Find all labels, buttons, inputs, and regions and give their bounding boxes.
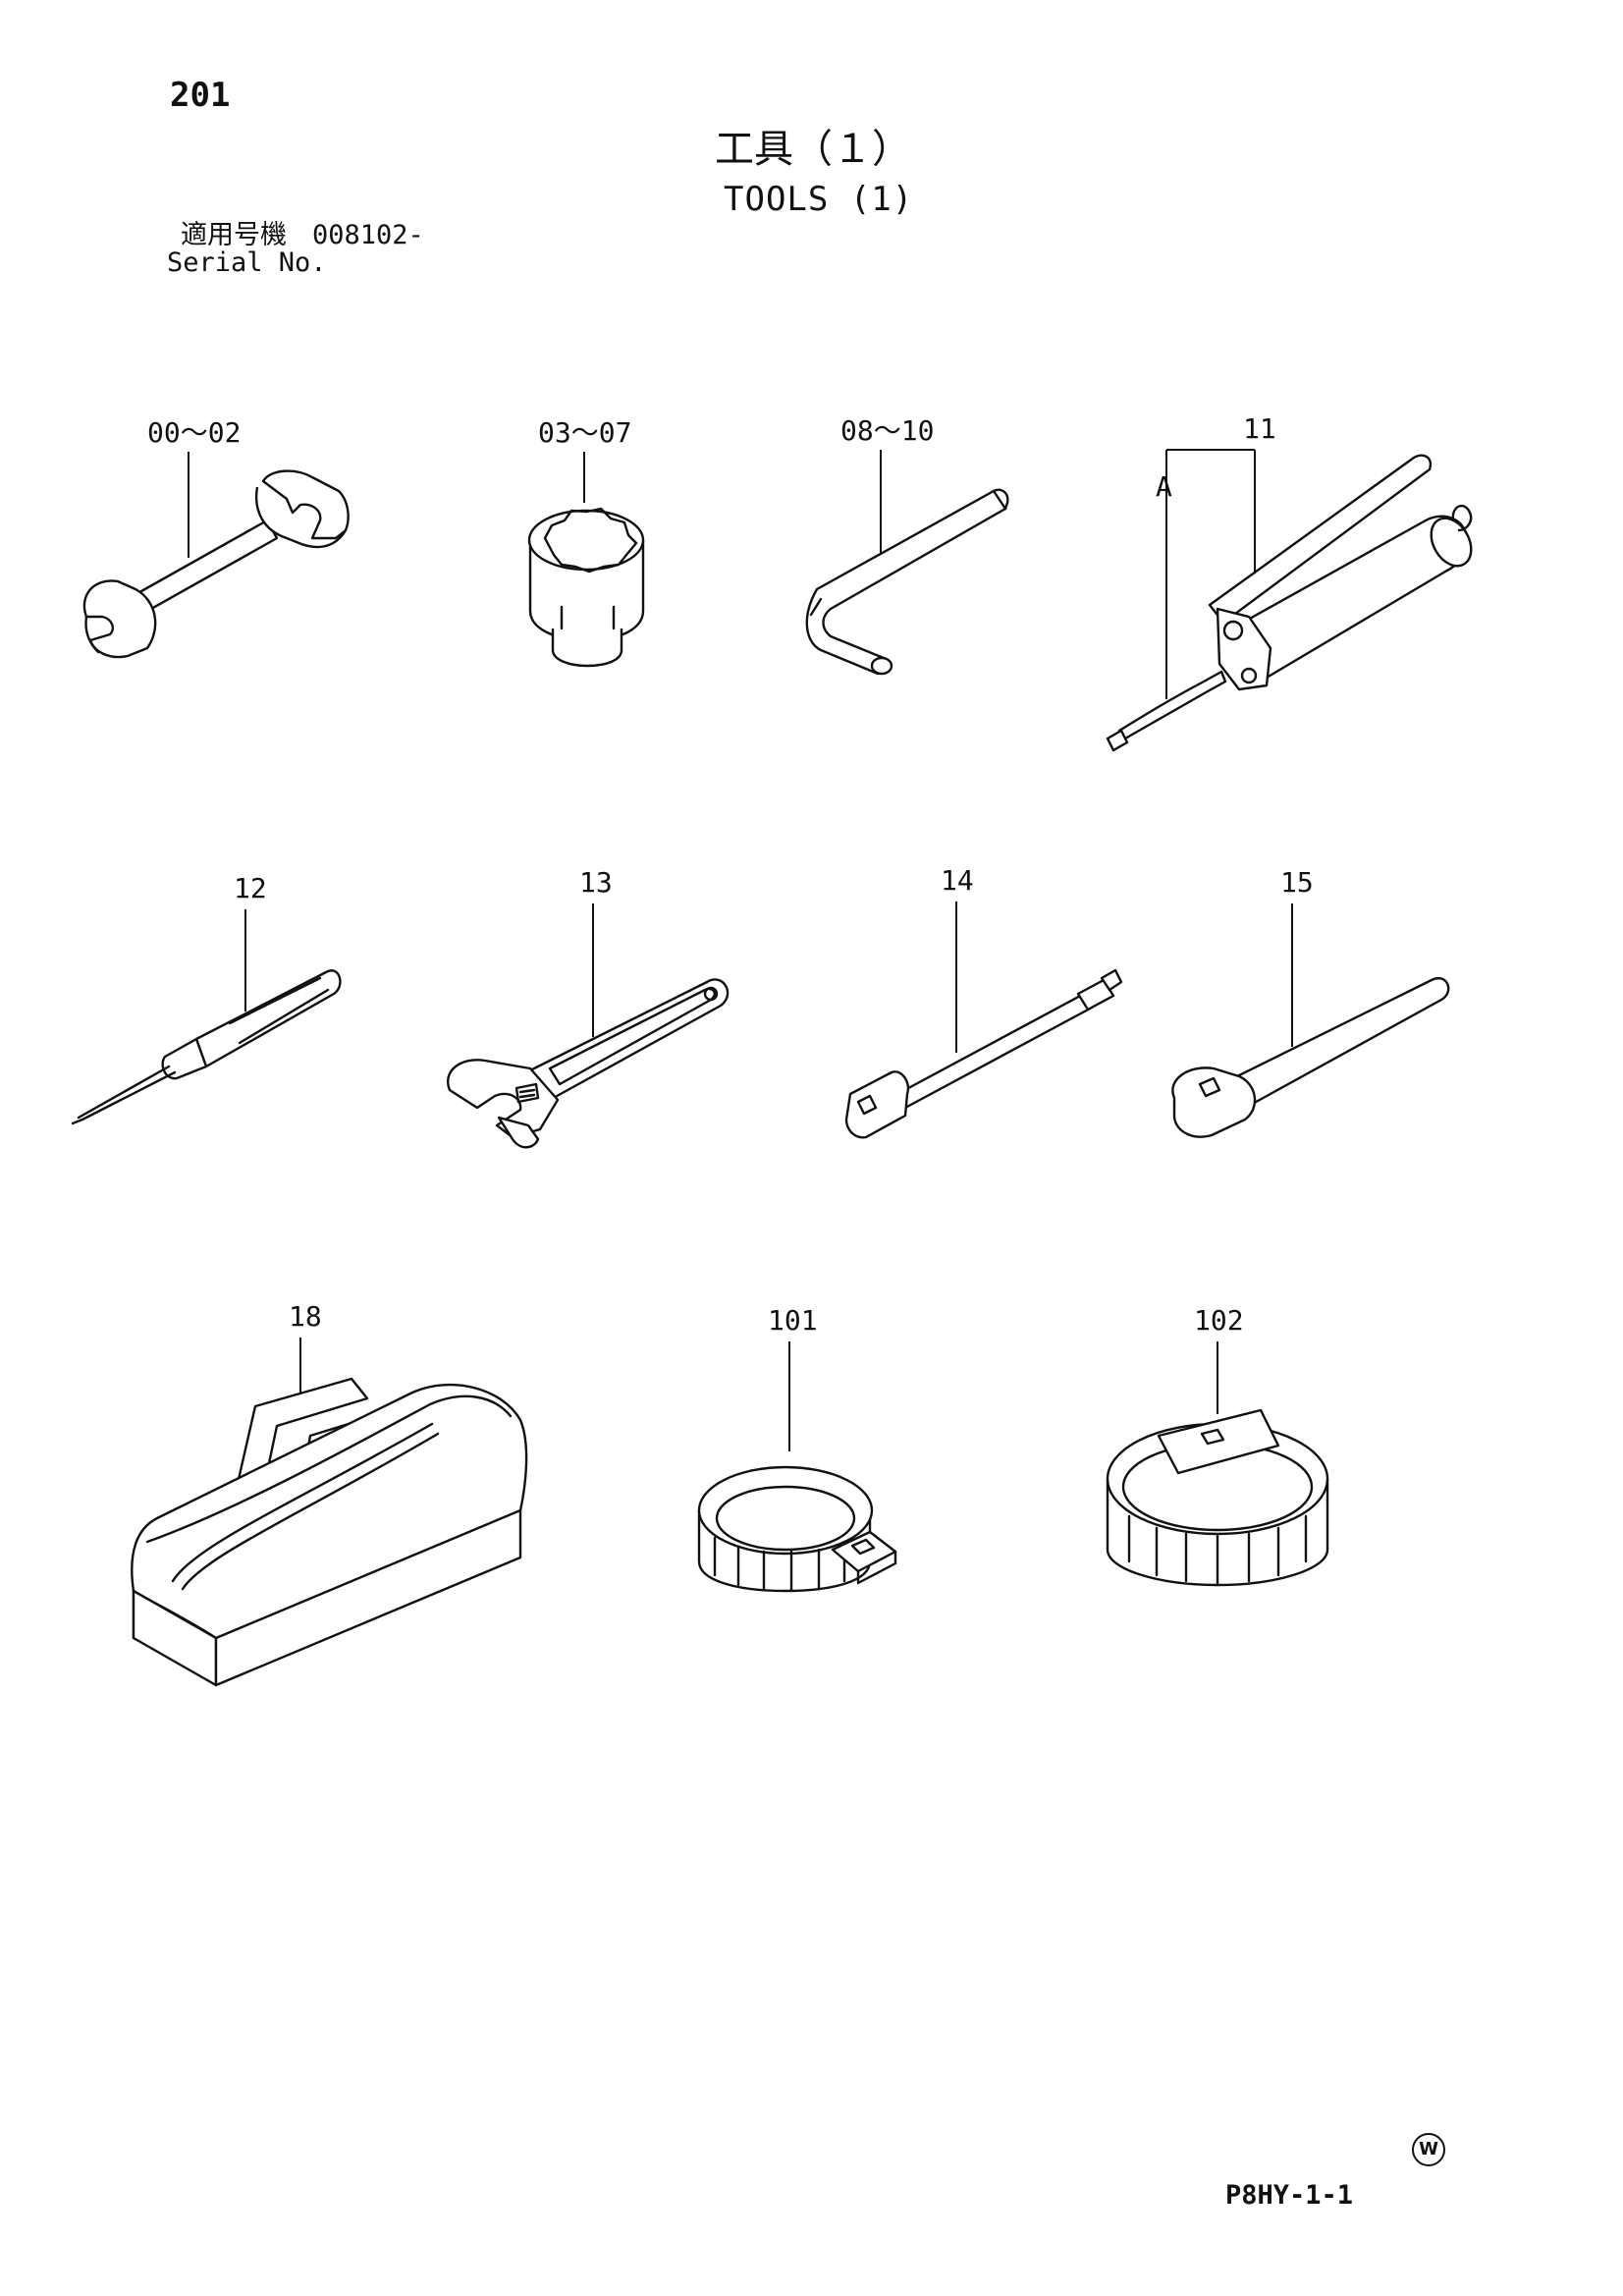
- serial-label-japanese: 適用号機: [181, 220, 287, 250]
- hex-key-drawing: 08～10: [805, 414, 1009, 676]
- page-number: 201: [170, 76, 231, 115]
- callout-adjustable-wrench: 13: [579, 866, 613, 899]
- callout-grease-gun-sub: A: [1156, 470, 1172, 503]
- serial-label-english: Serial No.: [167, 247, 327, 278]
- extension-bar-drawing: 14: [844, 864, 1123, 1139]
- callout-wrench: 00～02: [147, 416, 241, 449]
- callout-screwdriver: 12: [234, 872, 267, 904]
- callout-hex-key: 08～10: [840, 414, 934, 447]
- title-english: TOOLS (1): [724, 180, 914, 219]
- socket-drawing: 03～07: [527, 416, 645, 668]
- callout-socket: 03～07: [538, 416, 631, 449]
- drawing-code: P8HY-1-1: [1225, 2180, 1354, 2211]
- ratchet-handle-drawing: 15: [1171, 866, 1450, 1138]
- grease-gun-drawing: 11 A: [1106, 412, 1473, 752]
- title-japanese: 工具（１）: [715, 127, 911, 172]
- serial-number-value: 008102-: [312, 220, 424, 250]
- w-mark-icon: W: [1412, 2133, 1445, 2166]
- callout-tool-bag: 18: [289, 1300, 322, 1333]
- callout-grease-gun: 11: [1243, 412, 1276, 445]
- callout-ratchet-handle: 15: [1280, 866, 1314, 899]
- screwdriver-drawing: 12: [71, 872, 342, 1125]
- filter-wrench-strap-drawing: 101: [697, 1304, 897, 1593]
- callout-filter-wrench-strap: 101: [768, 1304, 818, 1337]
- callout-extension-bar: 14: [941, 864, 974, 897]
- filter-wrench-cup-drawing: 102: [1106, 1304, 1329, 1587]
- adjustable-wrench-drawing: 13: [447, 866, 730, 1149]
- open-end-wrench-drawing: 00～02: [82, 416, 350, 659]
- callout-filter-wrench-cup: 102: [1194, 1304, 1244, 1337]
- tool-bag-drawing: 18: [131, 1300, 528, 1687]
